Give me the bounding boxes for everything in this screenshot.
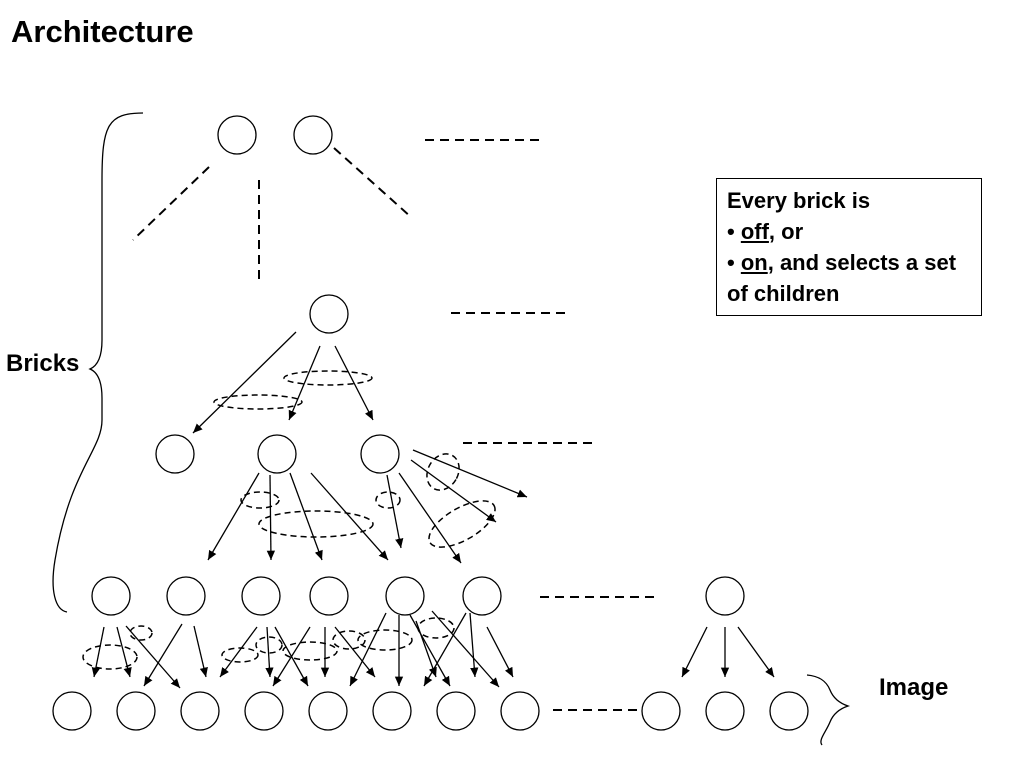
level4-brick — [462, 576, 502, 616]
image-label: Image — [879, 674, 949, 701]
selection-ellipse — [282, 641, 338, 661]
info-box-bullet-on: • on, and selects a set of children — [727, 250, 957, 306]
off-keyword: off — [740, 219, 769, 244]
selection-ellipse — [417, 617, 455, 639]
selection-ellipse — [82, 644, 138, 670]
selection-ellipse — [213, 394, 303, 410]
selection-ellipse — [255, 636, 283, 654]
bricks-label: Bricks — [6, 350, 80, 377]
image-node — [308, 691, 348, 731]
slide-title: Architecture — [11, 14, 194, 49]
level4-brick — [166, 576, 206, 616]
selection-ellipse — [283, 370, 373, 386]
image-node — [116, 691, 156, 731]
info-box-heading: Every brick is — [727, 188, 871, 213]
level3-brick — [257, 434, 297, 474]
selection-ellipse — [357, 629, 413, 651]
image-node — [769, 691, 809, 731]
selection-ellipse — [332, 630, 366, 650]
top-link-left — [132, 166, 210, 241]
bricks-brace — [52, 112, 144, 613]
selection-ellipse — [258, 510, 374, 538]
top-link-right — [333, 147, 412, 218]
image-node — [436, 691, 476, 731]
image-node — [52, 691, 92, 731]
image-node — [705, 691, 745, 731]
selection-ellipse — [428, 500, 496, 548]
selection-ellipse — [426, 453, 460, 491]
image-node — [500, 691, 540, 731]
image-brace — [806, 674, 851, 746]
info-box: Every brick is • off, or • on, and selec… — [716, 178, 982, 316]
level4-brick — [385, 576, 425, 616]
top-brick — [293, 115, 333, 155]
image-node — [372, 691, 412, 731]
info-box-bullet-off: • off, or — [727, 219, 804, 244]
selection-ellipse — [375, 491, 401, 509]
level4-brick — [91, 576, 131, 616]
level4-brick — [705, 576, 745, 616]
image-node — [180, 691, 220, 731]
selection-ellipse — [240, 491, 280, 509]
level4-brick — [309, 576, 349, 616]
top-brick — [217, 115, 257, 155]
level4-brick — [241, 576, 281, 616]
on-keyword: on — [740, 250, 768, 275]
selection-ellipse — [129, 625, 153, 641]
image-node — [244, 691, 284, 731]
level3-brick — [360, 434, 400, 474]
level2-brick — [309, 294, 349, 334]
image-node — [641, 691, 681, 731]
level3-brick — [155, 434, 195, 474]
selection-ellipse — [221, 647, 259, 663]
